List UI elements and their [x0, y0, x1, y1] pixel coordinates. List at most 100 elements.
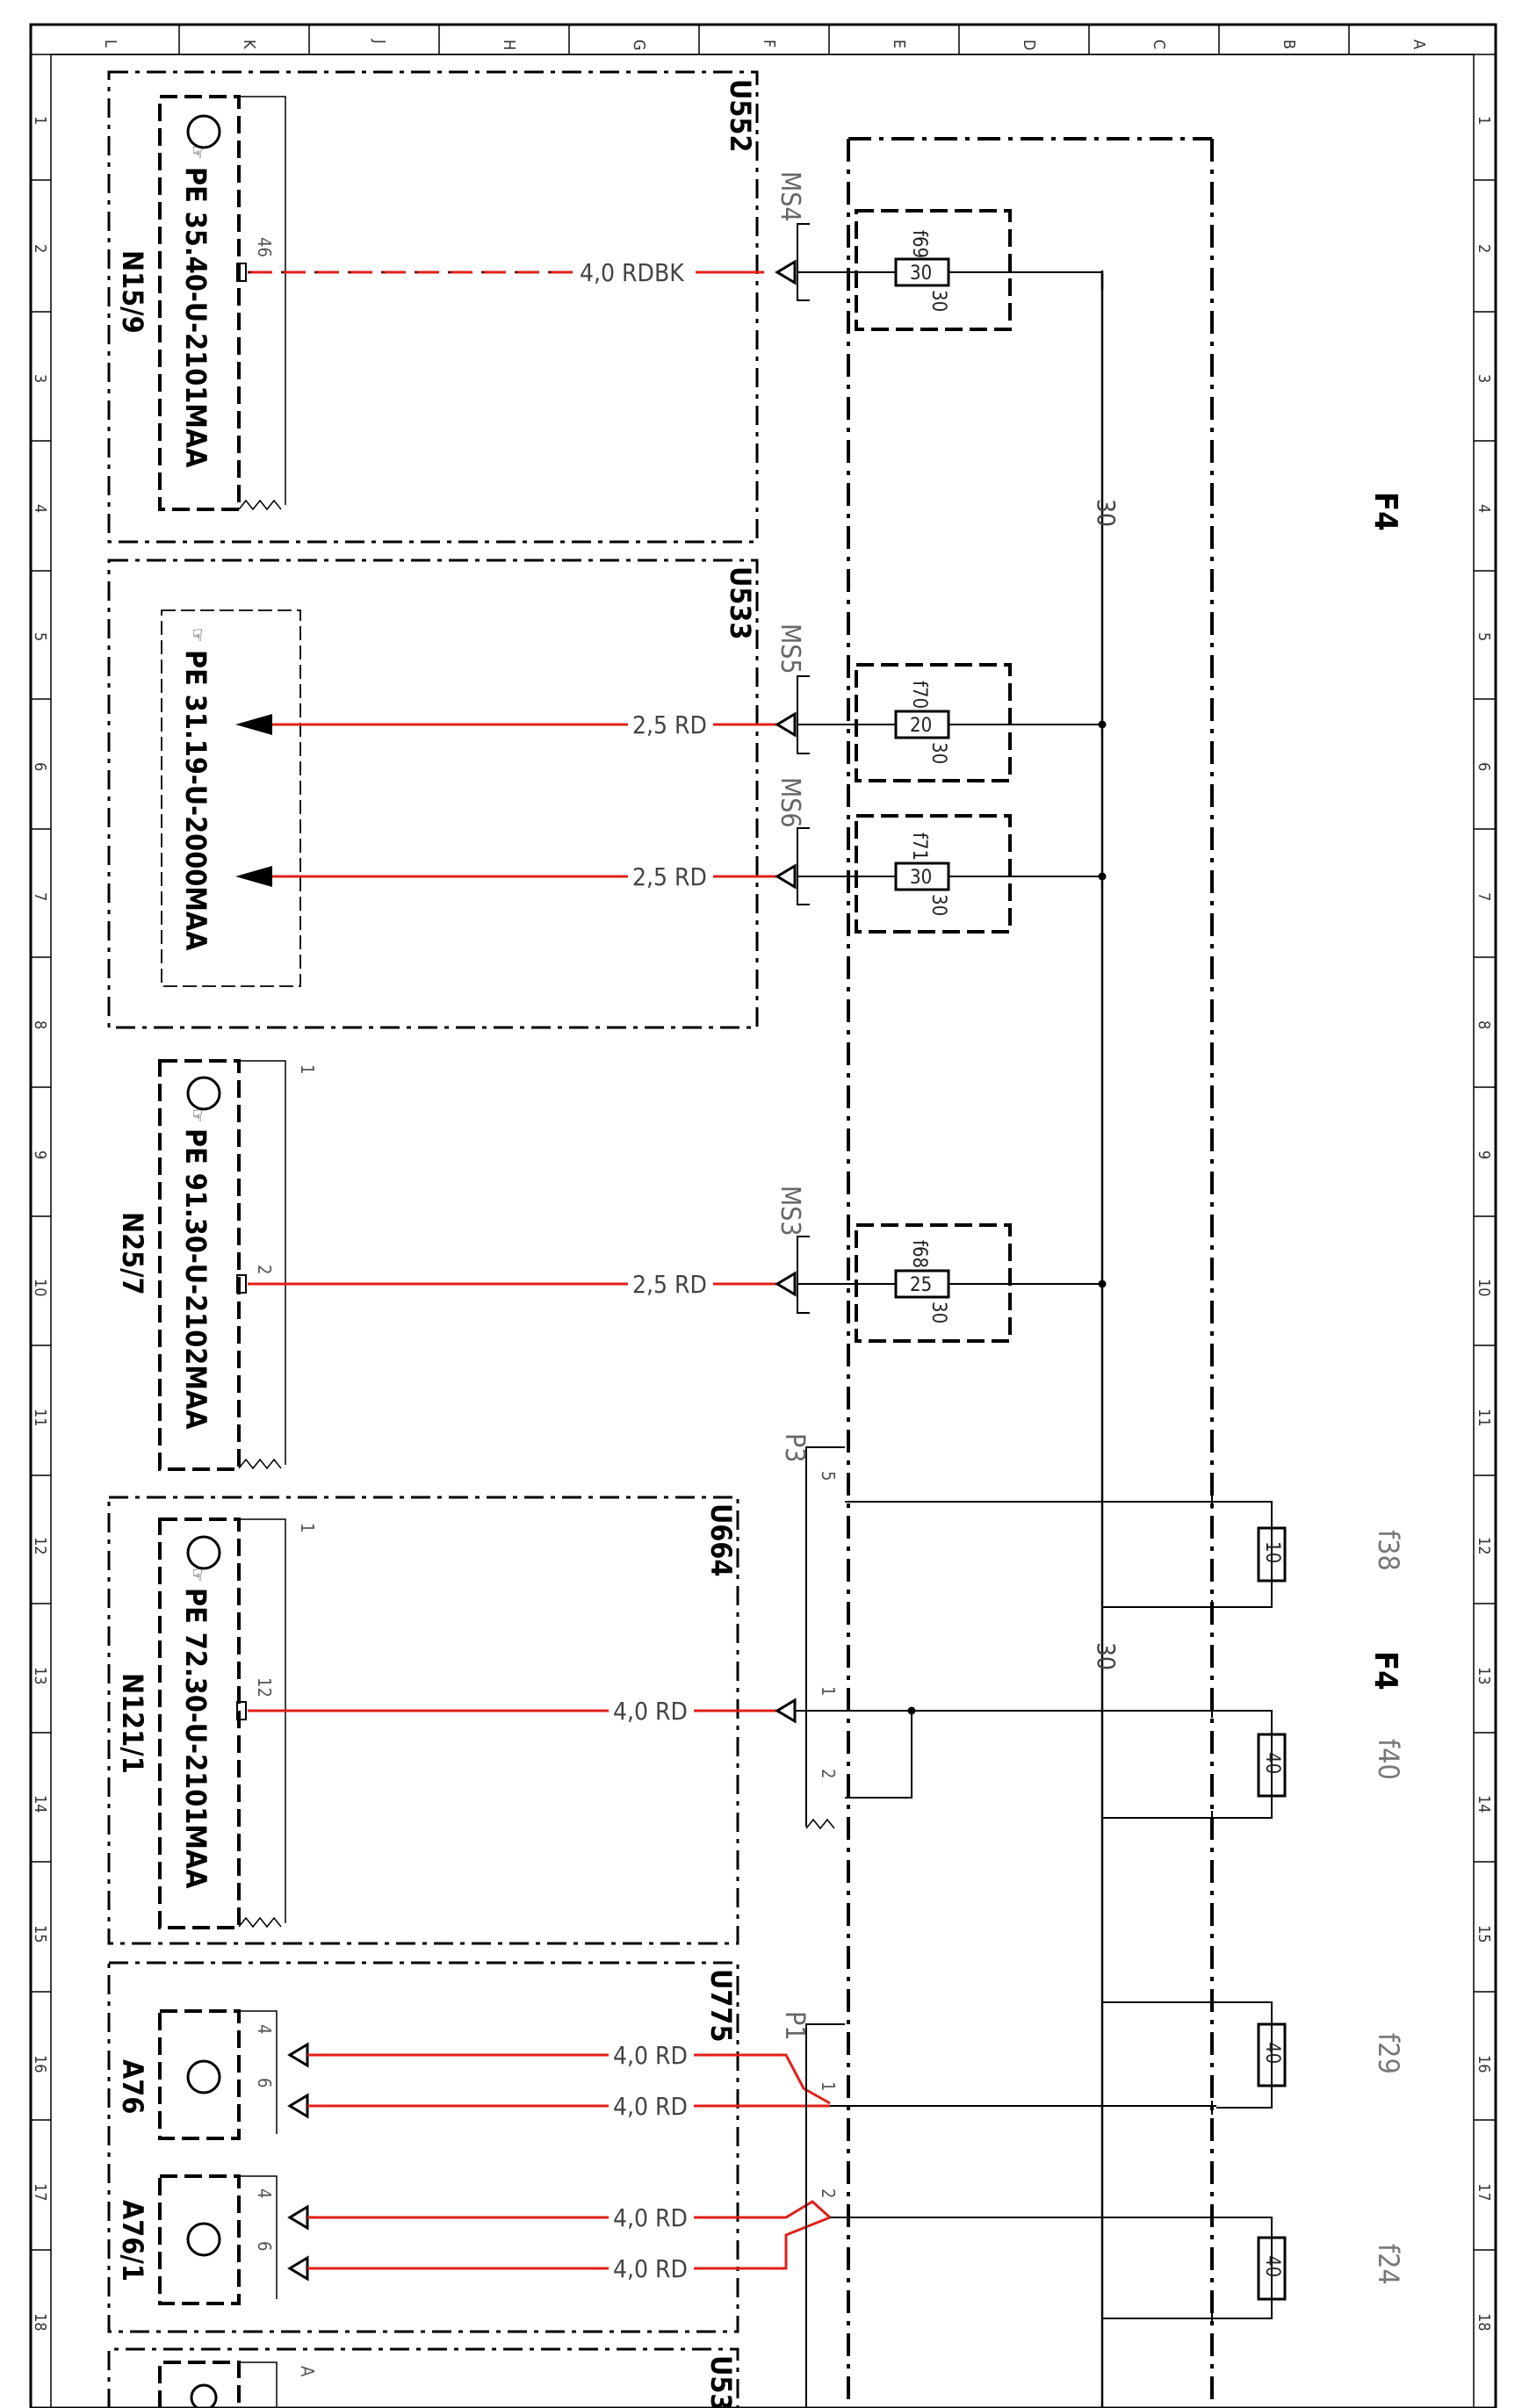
fuse-box	[855, 209, 1012, 331]
bus-label: 30	[1092, 1642, 1121, 1670]
row-label: 7	[31, 892, 49, 901]
component-box	[158, 2361, 241, 2408]
reference-hand-icon: ☞	[187, 145, 208, 159]
fuse-rating: 25	[910, 1274, 932, 1296]
fuse-f71-group: MS6 30 f71 30	[775, 777, 1102, 934]
wire-label: 2,5 RD	[632, 862, 707, 891]
pin-label: 2	[818, 2188, 839, 2198]
module-u552	[107, 70, 759, 544]
electronic-unit-icon	[186, 1535, 221, 1570]
row-label: 13	[1475, 1667, 1493, 1685]
arrow-icon	[235, 714, 272, 735]
top-ruler	[31, 25, 1496, 55]
bus-label: 30	[1092, 499, 1121, 527]
fuse-box	[855, 663, 1012, 782]
row-label: 1	[31, 116, 49, 125]
row-label: 3	[1475, 374, 1493, 383]
component-box	[158, 95, 241, 511]
pin-label: 4	[254, 2188, 275, 2198]
fuse-rating: 40	[1261, 2255, 1283, 2277]
row-label: 5	[31, 632, 49, 641]
pin-label: A	[297, 2366, 318, 2377]
component-box	[158, 1518, 241, 1929]
wire-label: 2,5 RD	[632, 710, 707, 739]
fuse-box-outline	[847, 137, 1214, 2408]
connector-label: MS5	[775, 624, 805, 674]
fuse-id: f70	[908, 681, 930, 709]
fuse-rating: 30	[910, 867, 932, 889]
break-mark	[238, 499, 282, 511]
col-label: A	[1410, 40, 1428, 49]
connector-p3	[805, 1446, 845, 1827]
fuse-f68-group: MS3 25 f68 30	[775, 1186, 1102, 1343]
connector-label: P1	[779, 2011, 810, 2040]
fuse-f70-group: MS5 20 f70 30	[775, 624, 1102, 782]
component-tag: A76/1	[116, 2200, 149, 2282]
module-u664	[107, 1496, 739, 1945]
break-mark	[238, 1916, 282, 1929]
row-label: 10	[1475, 1279, 1493, 1297]
wire-label: 4,0 RD	[613, 2092, 688, 2121]
col-label: L	[101, 40, 119, 47]
pin-label: 12	[254, 1677, 275, 1698]
fuse-id: f29	[1372, 2033, 1405, 2074]
arrow-icon	[235, 866, 272, 887]
col-label: B	[1280, 40, 1298, 49]
wire-label: 4,0 RD	[613, 2254, 688, 2283]
connector-bracket	[239, 96, 286, 505]
arrow-icon	[287, 2255, 309, 2282]
arrow-icon	[775, 711, 797, 738]
reference-hand-icon: ☞	[187, 1108, 208, 1122]
fuse-f29-group: 40 f29	[1102, 2001, 1405, 2109]
fuse-f29-icon	[1257, 2022, 1287, 2087]
fuse-rated: 30	[927, 1301, 949, 1323]
module-u775	[107, 1961, 739, 2333]
pin-label: 2	[254, 1265, 275, 1274]
reference-box	[161, 609, 301, 987]
component-ref: PE 35.40-U-2101MAA	[179, 167, 213, 468]
col-label: C	[1150, 40, 1168, 49]
pin-label: 5	[818, 1471, 839, 1481]
row-label: 8	[1475, 1020, 1493, 1029]
row-label: 18	[31, 2313, 49, 2332]
pin-label: 46	[254, 237, 275, 257]
fuse-f38-icon	[1257, 1526, 1287, 1583]
row-label: 1	[1475, 116, 1493, 125]
electronic-unit-icon	[186, 1076, 221, 1111]
fuse-rating: 30	[910, 263, 932, 285]
wire-label: 4,0 RDBK	[580, 258, 685, 287]
row-label: 12	[31, 1537, 49, 1555]
arrow-icon	[287, 2204, 309, 2231]
component-box	[158, 2174, 241, 2305]
col-label: G	[630, 40, 648, 51]
row-label: 17	[1475, 2183, 1493, 2202]
pin-label: 6	[254, 2241, 275, 2251]
electronic-unit-icon	[186, 2222, 221, 2257]
module-label: U664	[704, 1503, 738, 1576]
row-label: 2	[1475, 244, 1493, 253]
fuse-f24-icon	[1257, 2236, 1287, 2301]
pin-label: 4	[254, 2024, 275, 2034]
row-label: 8	[31, 1020, 49, 1029]
fuse-id: f71	[908, 833, 930, 861]
fuse-f69-group: MS4 30 f69 30	[775, 171, 1104, 331]
component-tag: N25/7	[116, 1212, 149, 1295]
row-label: 18	[1475, 2313, 1493, 2332]
fuse-box	[855, 814, 1012, 934]
module-label: U533	[724, 566, 757, 639]
col-label: D	[1020, 40, 1038, 50]
module-label: U775	[704, 1969, 738, 2042]
connector-label: MS4	[775, 171, 805, 222]
col-label: J	[370, 39, 388, 44]
fuse-id: f69	[908, 230, 930, 258]
connector-label: MS6	[775, 777, 805, 828]
row-label: 16	[1475, 2055, 1493, 2073]
break-mark	[238, 1458, 282, 1470]
col-label: E	[890, 40, 908, 48]
row-label: 12	[1475, 1537, 1493, 1555]
column-labels: L K J H G F E D C B A	[101, 39, 1428, 51]
row-label: 9	[31, 1150, 49, 1159]
connector-p1	[805, 2023, 845, 2408]
arrow-icon	[775, 863, 797, 890]
